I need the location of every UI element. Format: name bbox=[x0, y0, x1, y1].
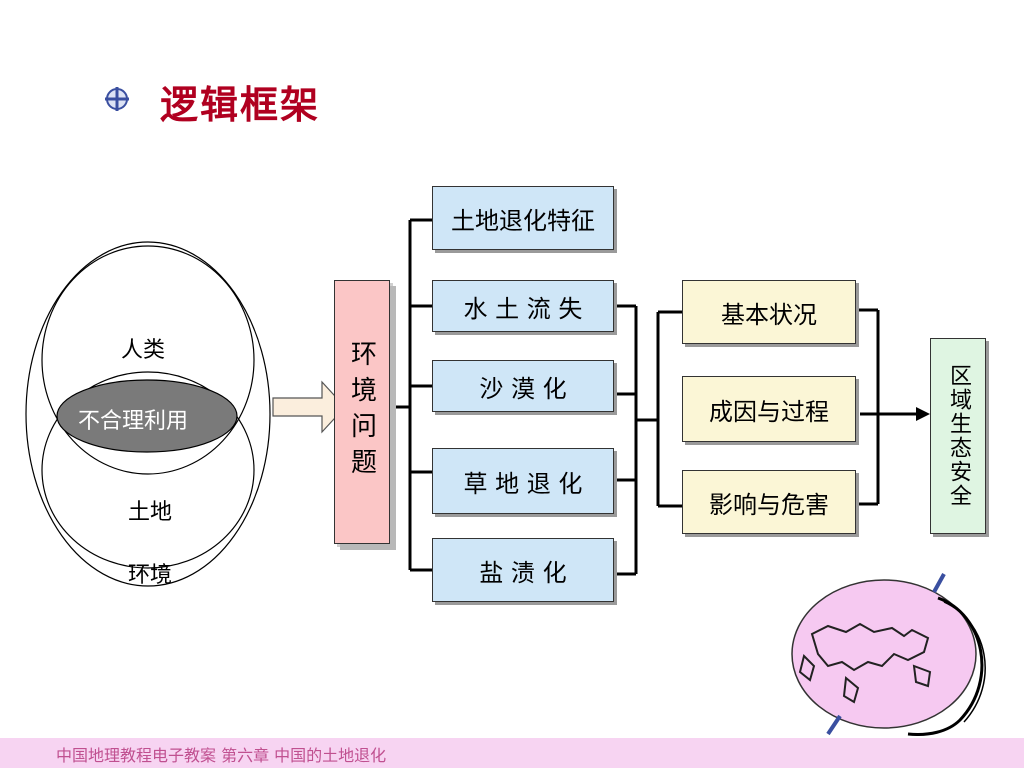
footer-bar bbox=[0, 738, 1024, 768]
regional-eco-security-box: 区域生态安全 bbox=[930, 338, 986, 534]
aspect-box-impacts-harms: 影响与危害 bbox=[682, 470, 856, 534]
footer-text: 中国地理教程电子教案 第六章 中国的土地退化 bbox=[56, 746, 387, 765]
problem-box-desertification: 沙 漠 化 bbox=[432, 360, 614, 412]
environment-problem-box: 环境问题 bbox=[334, 280, 390, 544]
page-title: 逻辑框架 bbox=[160, 83, 321, 127]
venn-label-misuse: 不合理利用 bbox=[78, 409, 189, 434]
crosshair-bullet-icon bbox=[105, 87, 129, 111]
problem-box-grassland-degradation: 草 地 退 化 bbox=[432, 448, 614, 514]
globe-icon bbox=[791, 573, 986, 736]
venn-label-environment: 环境 bbox=[128, 563, 173, 588]
problem-box-salinization: 盐 渍 化 bbox=[432, 538, 614, 602]
land-degradation-features-box: 土地退化特征 bbox=[432, 186, 614, 250]
problem-box-soil-erosion: 水 土 流 失 bbox=[432, 280, 614, 332]
venn-label-human: 人类 bbox=[121, 338, 166, 363]
aspect-box-basic-status: 基本状况 bbox=[682, 280, 856, 344]
venn-label-land: 土地 bbox=[128, 500, 173, 525]
aspect-box-causes-process: 成因与过程 bbox=[682, 376, 856, 442]
